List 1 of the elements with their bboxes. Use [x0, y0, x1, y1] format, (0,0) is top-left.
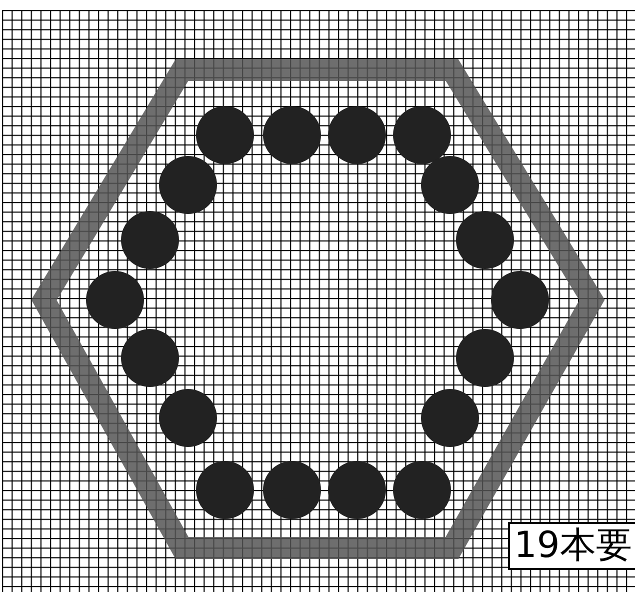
text-label: 19本要	[508, 522, 635, 570]
